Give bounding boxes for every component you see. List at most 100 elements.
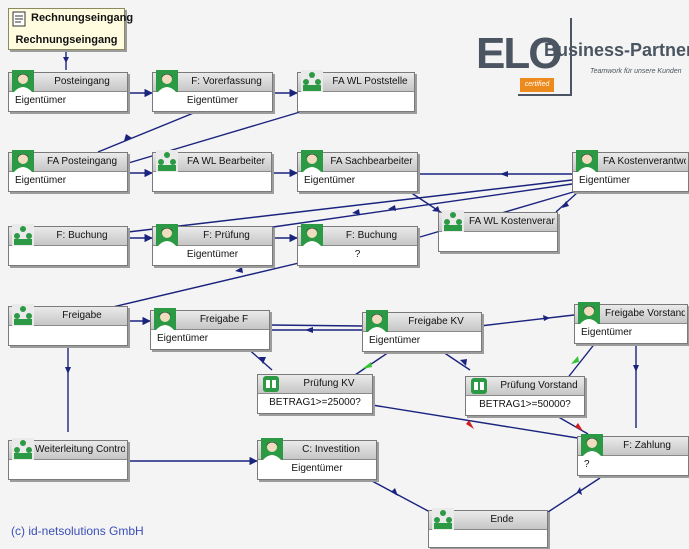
edge-vorstand-pruefungvorstand (565, 336, 601, 381)
person-icon (301, 150, 323, 172)
true-branch-marker (362, 362, 372, 369)
node-condition: BETRAG1>=25000? (269, 397, 361, 408)
node-fa-kostenverantwortlich[interactable]: FA Kostenverantwortlic Eigentümer (572, 150, 689, 192)
node-subtitle: Eigentümer (15, 95, 67, 106)
node-title: Freigabe F (199, 314, 249, 325)
node-freigabe[interactable]: Freigabe (8, 304, 128, 346)
node-title: FA WL Kostenverantwo (469, 216, 555, 227)
arrowhead (388, 205, 396, 211)
node-title: F: Prüfung (203, 230, 250, 241)
arrowhead (65, 367, 71, 374)
node-f-pruefung[interactable]: F: Prüfung Eigentümer (152, 224, 273, 266)
arrowhead (543, 315, 550, 321)
logo-elo: ELO (476, 29, 562, 78)
logo-bracket (518, 18, 572, 96)
node-pruefung-kv[interactable]: Prüfung KV BETRAG1>=25000? (257, 374, 373, 414)
node-f-buchung-2[interactable]: F: Buchung ? (297, 224, 418, 266)
arrowhead (500, 171, 508, 177)
group-icon (12, 224, 34, 246)
node-f-zahlung[interactable]: F: Zahlung ? (577, 434, 689, 476)
false-branch-marker (575, 423, 583, 431)
node-f-buchung-1[interactable]: F: Buchung (8, 224, 128, 266)
node-title: Freigabe KV (408, 316, 464, 327)
node-posteingang[interactable]: Posteingang Eigentümer (8, 70, 128, 112)
arrowhead (305, 327, 313, 333)
node-title: Weiterleitung Controllin (35, 444, 125, 455)
edge-zahlung-ende (547, 477, 601, 513)
edge-pruefungvorstand-zahlung (554, 414, 589, 435)
node-fa-posteingang[interactable]: FA Posteingang Eigentümer (8, 150, 128, 192)
node-title: Prüfung Vorstand (500, 380, 578, 391)
node-pruefung-vorstand[interactable]: Prüfung Vorstand BETRAG1>=50000? (465, 376, 585, 416)
node-freigabe-f[interactable]: Freigabe F Eigentümer (150, 308, 270, 350)
start-node-subtitle: Rechnungseingang (15, 34, 118, 46)
person-icon (578, 302, 600, 324)
arrowhead (633, 365, 639, 372)
node-fa-wl-bearbeiter[interactable]: FA WL Bearbeiter (152, 150, 272, 192)
edge-freigabef-freigabekv (269, 324, 363, 327)
node-freigabe-kv[interactable]: Freigabe KV Eigentümer (362, 310, 482, 352)
node-weiterleitung-controlling[interactable]: Weiterleitung Controllin (8, 438, 128, 480)
edge-investition-ende (371, 480, 431, 513)
node-title: FA Sachbearbeiter (330, 156, 413, 167)
document-icon (12, 11, 26, 27)
node-title: F: Vorerfassung (191, 76, 262, 87)
logo-tagline: Teamwork für unsere Kunden (590, 68, 682, 75)
start-node-title: Rechnungseingang (31, 12, 134, 24)
arrowhead (460, 359, 467, 366)
node-title: FA WL Bearbeiter (187, 156, 265, 167)
elo-business-partner-logo: ELO Business-Partner Teamwork für unsere… (470, 18, 689, 98)
node-subtitle: ? (354, 249, 361, 260)
edge-freigabekv-pruefungkv (354, 349, 393, 376)
group-icon (432, 508, 454, 530)
node-subtitle: Eigentümer (157, 333, 209, 344)
node-subtitle: Eigentümer (369, 335, 421, 346)
person-icon (156, 70, 178, 92)
node-subtitle: Eigentümer (186, 249, 239, 260)
node-subtitle: Eigentümer (579, 175, 631, 186)
person-icon (261, 438, 283, 460)
node-title: FA WL Poststelle (332, 76, 408, 87)
edge-fbuchung2-freigabe (99, 257, 321, 311)
edge-freigabekv-pruefungvorstand (439, 349, 471, 371)
node-title: Ende (490, 514, 514, 525)
node-subtitle: Eigentümer (186, 95, 239, 106)
group-icon (12, 304, 34, 326)
node-title: FA Kostenverantwortlic (603, 156, 686, 167)
node-fa-wl-kostenverantwo[interactable]: FA WL Kostenverantwo (438, 210, 558, 252)
node-fa-wl-poststelle[interactable]: FA WL Poststelle (297, 70, 415, 112)
node-freigabe-vorstand[interactable]: Freigabe Vorstand Eigentümer (574, 302, 688, 344)
false-branch-marker (466, 420, 474, 429)
arrowhead (352, 209, 360, 215)
edge-kostenverantw-wlkostenverantwo (555, 191, 579, 213)
node-condition: BETRAG1>=50000? (479, 399, 571, 410)
node-subtitle: Eigentümer (291, 463, 343, 474)
decision-icon (263, 376, 279, 392)
logo-certified-badge: certified (520, 78, 554, 92)
node-title: F: Buchung (56, 230, 108, 241)
start-node-rechnungseingang[interactable]: Rechnungseingang Rechnungseingang (8, 8, 133, 50)
copyright-text: (c) id-netsolutions GmbH (11, 524, 144, 538)
node-title: Freigabe Vorstand (605, 308, 685, 319)
group-icon (301, 70, 323, 92)
arrowhead (259, 357, 266, 364)
node-title: F: Buchung (345, 230, 398, 241)
node-f-vorerfassung[interactable]: F: Vorerfassung Eigentümer (152, 70, 273, 112)
node-subtitle: Eigentümer (581, 327, 633, 338)
decision-icon (471, 378, 487, 394)
person-icon (12, 150, 34, 172)
arrowhead (391, 488, 398, 496)
edge-kostenverantw-pruefung (272, 183, 573, 228)
node-ende[interactable]: Ende (428, 508, 548, 548)
group-icon (442, 210, 464, 232)
node-title: F: Zahlung (623, 440, 671, 451)
person-icon (366, 310, 388, 332)
edge-freigabef-pruefungkv (244, 345, 273, 371)
arrowhead (562, 201, 569, 208)
node-c-investition[interactable]: C: Investition Eigentümer (257, 438, 377, 480)
edge-kostenverantw-fbuchung1 (127, 179, 573, 233)
node-fa-sachbearbeiter[interactable]: FA Sachbearbeiter Eigentümer (297, 150, 418, 192)
group-icon (156, 150, 178, 172)
node-subtitle: Eigentümer (304, 175, 356, 186)
